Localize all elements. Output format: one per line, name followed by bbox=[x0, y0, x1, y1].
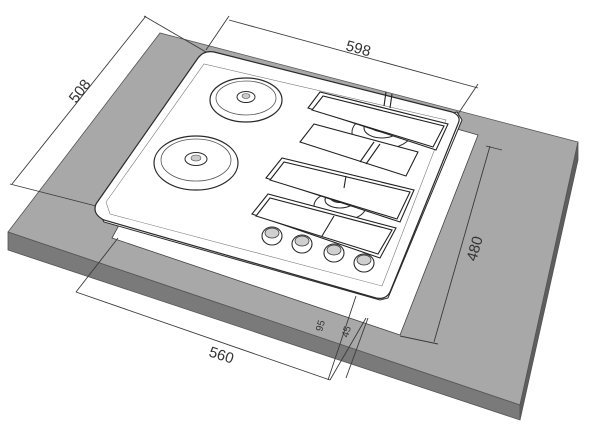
dimension-cutout-depth-label: 480 bbox=[464, 234, 487, 263]
dimension-depth-label: 508 bbox=[66, 76, 95, 106]
control-knob-2[interactable] bbox=[291, 234, 313, 254]
pan-support-rear-right bbox=[299, 91, 449, 177]
worktop-side-face bbox=[519, 141, 579, 421]
dimension-offset-a-label: 95 bbox=[314, 319, 328, 333]
control-knob-4[interactable] bbox=[353, 253, 375, 273]
hotplate-rear-left bbox=[209, 77, 283, 123]
pan-support-front-right bbox=[251, 157, 415, 259]
dimension-width-label: 598 bbox=[344, 37, 373, 60]
dimension-width: 598 bbox=[205, 15, 479, 115]
control-knob-1[interactable] bbox=[261, 226, 283, 246]
hotplate-front-left bbox=[153, 135, 239, 191]
control-knob-3[interactable] bbox=[323, 243, 345, 263]
hob-inner-outline bbox=[105, 63, 447, 287]
dimension-offsets: 95 45 bbox=[314, 295, 369, 381]
dimension-cutout-depth: 480 bbox=[399, 145, 503, 345]
dimension-cutout-width-label: 560 bbox=[207, 344, 236, 368]
dimension-cutout-width: 560 bbox=[75, 237, 367, 381]
dimension-offset-b-label: 45 bbox=[340, 325, 354, 339]
